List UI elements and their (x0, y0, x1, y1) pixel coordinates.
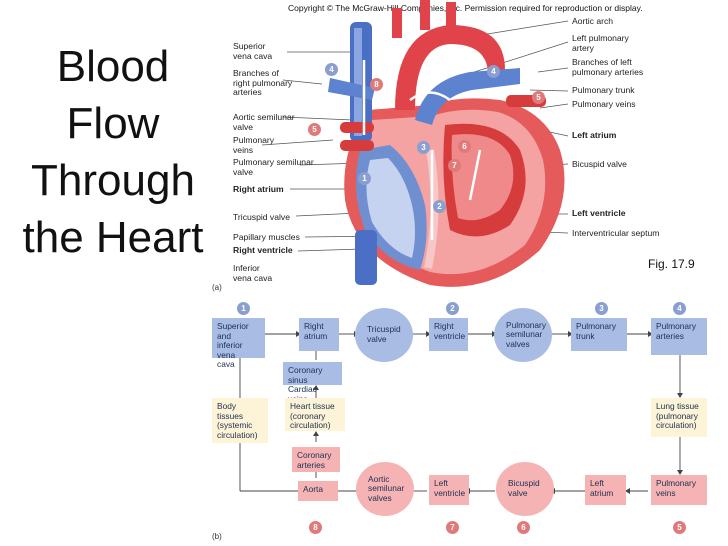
left-chamber-inner (451, 134, 514, 221)
node-right-ventricle: Right ventricle (429, 318, 468, 351)
node-coronary-arteries: Coronary arteries (292, 447, 340, 472)
heart-step-marker: 6 (458, 140, 471, 153)
flow-step-marker: 3 (595, 302, 608, 315)
label-branches-right-pulmonary: Branches of right pulmonary arteries (233, 68, 293, 98)
node-left-atrium: Left atrium (585, 475, 626, 505)
node-aorta: Aorta (298, 481, 338, 501)
flow-step-marker: 4 (673, 302, 686, 315)
inferior-vena-cava-shape (355, 230, 377, 285)
title-line: Blood (56, 42, 170, 91)
panel-a-label: (a) (212, 283, 222, 292)
aortic-arch-shape (395, 25, 505, 110)
label-left-ventricle: Left ventricle (572, 208, 626, 218)
heart-step-marker: 5 (532, 91, 545, 104)
flow-step-marker: 8 (309, 521, 322, 534)
flowchart-arrows (239, 333, 681, 492)
node-right-atrium: Right atrium (299, 318, 339, 351)
label-right-ventricle: Right ventricle (233, 245, 293, 255)
svc-highlight (354, 28, 362, 136)
label-pulmonary-semilunar: Pulmonary semilunar valve (233, 157, 314, 177)
node-tricuspid-valve: Tricuspid valve (355, 308, 413, 362)
label-left-pulmonary-artery: Left pulmonary artery (572, 33, 629, 53)
heart-step-marker: 8 (370, 78, 383, 91)
pulmonary-vein-shape (340, 140, 374, 151)
label-interventricular-septum: Interventricular septum (572, 228, 660, 238)
node-pulmonary-arteries: Pulmonary arteries (651, 318, 707, 355)
title-line: the Heart (22, 213, 204, 262)
node-coronary-sinus: Coronary sinus Cardiac veins (283, 362, 342, 404)
node-pulmonary-trunk: Pulmonary trunk (571, 318, 627, 351)
label-papillary: Papillary muscles (233, 232, 300, 242)
node-vena-cava: Superior and inferior vena cava (212, 318, 265, 369)
flow-step-marker: 6 (517, 521, 530, 534)
node-pulmonary-veins: Pulmonary veins (651, 475, 707, 505)
figure-label: Fig. 17.9 (648, 257, 695, 271)
heart-step-marker: 7 (448, 159, 461, 172)
node-left-ventricle: Left ventricle (429, 475, 469, 505)
flow-step-marker: 5 (673, 521, 686, 534)
flow-step-marker: 7 (446, 521, 459, 534)
copyright-notice: Copyright © The McGraw-Hill Companies, I… (288, 3, 643, 13)
heart-step-marker: 2 (433, 200, 446, 213)
label-aortic-arch: Aortic arch (572, 16, 614, 26)
node-pulmonary-semilunar: Pulmonary semilunar valves (494, 308, 552, 362)
panel-b-label: (b) (212, 532, 222, 541)
heart-step-marker: 1 (358, 172, 371, 185)
node-lung-tissue: Lung tissue (pulmonary circulation) (651, 398, 707, 437)
label-inferior-vena-cava: Inferior vena cava (233, 263, 273, 283)
pulmonary-vein-shape (340, 122, 374, 133)
label-superior-vena-cava: Superior vena cava (233, 41, 273, 61)
flow-step-marker: 1 (237, 302, 250, 315)
label-right-atrium: Right atrium (233, 184, 284, 194)
aorta-branch (392, 8, 402, 38)
right-chamber-inner (366, 158, 415, 258)
label-branches-left-pulmonary: Branches of left pulmonary arteries (572, 57, 644, 77)
aorta-branch (446, 2, 456, 30)
node-bicuspid-valve: Bicuspid valve (496, 462, 554, 516)
label-bicuspid: Bicuspid valve (572, 159, 627, 169)
label-pulmonary-trunk: Pulmonary trunk (572, 85, 635, 95)
label-pulmonary-veins-right: Pulmonary veins (572, 99, 636, 109)
heart-step-marker: 4 (487, 65, 500, 78)
label-aortic-semilunar: Aortic semilunar valve (233, 112, 295, 132)
heart-step-marker: 4 (325, 63, 338, 76)
node-heart-tissue: Heart tissue (coronary circulation) (285, 398, 345, 431)
node-body-tissues: Body tissues (systemic circulation) (212, 398, 268, 443)
label-left-atrium: Left atrium (572, 130, 617, 140)
heart-step-marker: 3 (417, 141, 430, 154)
title-line: Flow (66, 99, 160, 148)
slide-title: Blood Flow Through the Heart (18, 38, 208, 266)
title-line: Through (31, 156, 195, 205)
aorta-branch (420, 0, 430, 30)
heart-step-marker: 5 (308, 123, 321, 136)
pulmonary-trunk-shape (415, 68, 520, 125)
label-tricuspid: Tricuspid valve (233, 212, 290, 222)
node-aortic-semilunar: Aortic semilunar valves (356, 462, 414, 516)
label-pulmonary-veins-left: Pulmonary veins (233, 135, 275, 155)
flow-step-marker: 2 (446, 302, 459, 315)
flow-arrows (362, 60, 482, 240)
